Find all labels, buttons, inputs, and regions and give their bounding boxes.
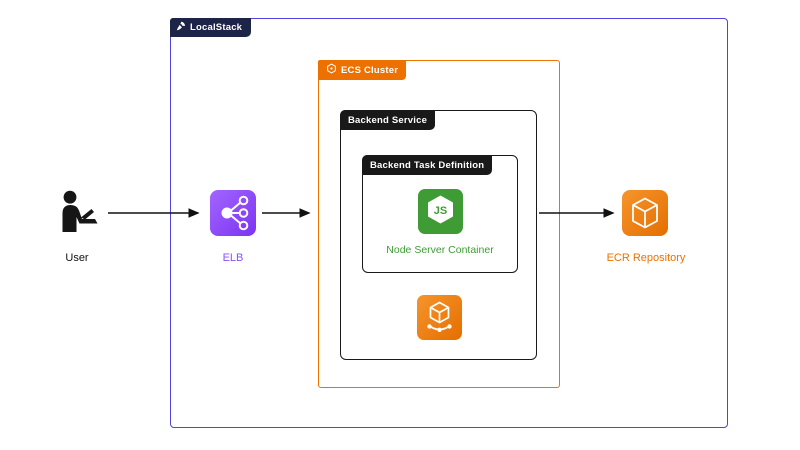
ecr-icon [622, 190, 668, 236]
task-definition-tag: Backend Task Definition [362, 155, 493, 175]
backend-service-boundary [340, 110, 537, 360]
ecs-cluster-icon [326, 63, 337, 77]
nodejs-icon: JS [418, 189, 463, 234]
elb-icon [210, 190, 256, 236]
ecs-cluster-tag: ECS Cluster [318, 60, 407, 80]
ecs-cluster-tag-label: ECS Cluster [341, 64, 399, 76]
localstack-tag-label: LocalStack [190, 22, 243, 33]
ecr-label: ECR Repository [606, 252, 686, 264]
localstack-boundary [170, 18, 728, 428]
user-label: User [65, 252, 89, 264]
task-definition-tag-label: Backend Task Definition [370, 159, 485, 171]
backend-service-tag-label: Backend Service [348, 114, 428, 126]
nodejs-glyph-text: JS [434, 205, 447, 217]
backend-service-tag: Backend Service [340, 110, 436, 130]
elb-label: ELB [222, 252, 244, 264]
ecs-cluster-boundary [318, 60, 560, 388]
node-container-label: Node Server Container [386, 244, 494, 256]
localstack-tag: LocalStack [170, 18, 252, 37]
ecs-service-icon [417, 295, 462, 340]
localstack-logo-icon [176, 21, 186, 34]
user-icon [55, 190, 101, 237]
